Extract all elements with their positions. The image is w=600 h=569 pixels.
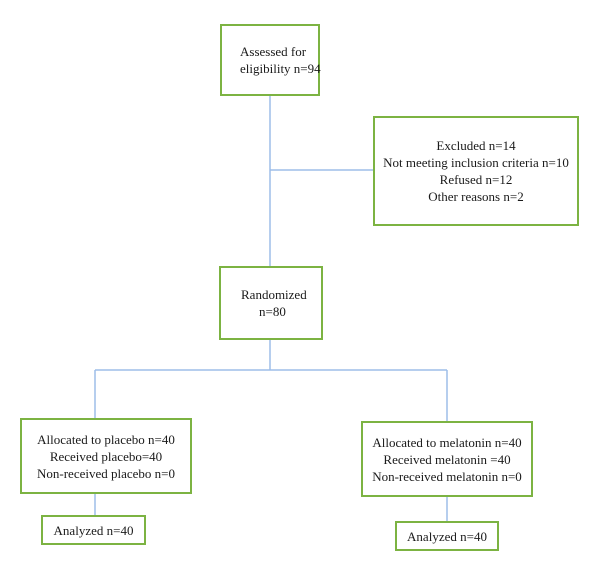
melatonin-line-3: Non-received melatonin n=0 (372, 468, 522, 484)
randomized-line-1: Randomized (241, 287, 307, 302)
randomized-box: Randomized n=80 (219, 266, 323, 340)
melatonin-allocation-box: Allocated to melatonin n=40 Received mel… (361, 421, 533, 497)
assessed-line-1: Assessed for (240, 44, 307, 59)
analyzed-melatonin-line: Analyzed n=40 (407, 528, 487, 544)
assessed-box: Assessed for eligibility n=94 (220, 24, 321, 96)
analyzed-placebo-line: Analyzed n=40 (53, 522, 134, 538)
analyzed-placebo-box: Analyzed n=40 (41, 515, 146, 545)
excluded-box: Excluded n=14 Not meeting inclusion crit… (373, 116, 579, 226)
randomized-line-2: n=80 (259, 304, 286, 319)
excluded-line-2: Not meeting inclusion criteria n=10 (383, 155, 569, 170)
connectors-group (94, 96, 448, 521)
placebo-line-1: Allocated to placebo n=40 (37, 431, 175, 447)
excluded-line-3: Refused n=12 (439, 172, 513, 187)
placebo-allocation-box: Allocated to placebo n=40 Received place… (20, 418, 192, 494)
placebo-line-2: Received placebo=40 (49, 448, 163, 464)
placebo-line-3: Non-received placebo n=0 (37, 465, 175, 481)
melatonin-line-1: Allocated to melatonin n=40 (372, 434, 522, 450)
assessed-line-2: eligibility n=94 (240, 61, 321, 76)
excluded-line-4: Other reasons n=2 (428, 189, 524, 204)
melatonin-line-2: Received melatonin =40 (383, 451, 511, 467)
excluded-line-1: Excluded n=14 (436, 138, 516, 153)
analyzed-melatonin-box: Analyzed n=40 (395, 521, 499, 551)
